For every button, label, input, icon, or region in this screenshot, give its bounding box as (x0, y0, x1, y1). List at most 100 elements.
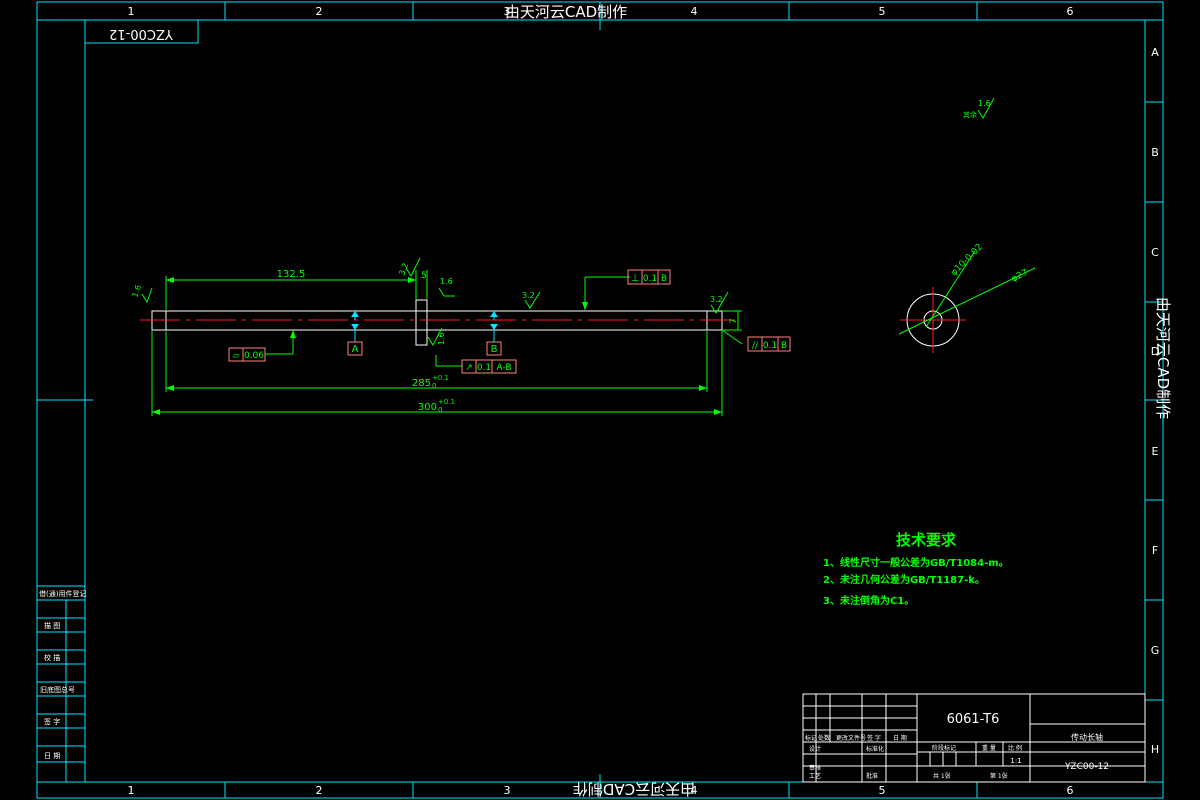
side-row-3: 校 描 (44, 653, 60, 662)
dim-300-tol-lower: 0 (438, 406, 442, 414)
watermark-bottom: 由天河云CAD制作 (573, 780, 695, 798)
side-row-2: 描 图 (44, 621, 60, 630)
dim-dia-27: φ27 (1010, 268, 1030, 285)
datum-a-box (347, 341, 363, 356)
runout-symbol: ↗ (465, 363, 473, 373)
side-row-5: 签 字 (44, 717, 60, 726)
zone-col-bottom-2: 2 (316, 784, 323, 797)
zone-col-bottom-3: 3 (504, 784, 511, 797)
datum-a-label: A (352, 344, 359, 355)
tech-req-item-1: 1、线性尺寸一般公差为GB/T1084-m。 (823, 556, 1009, 569)
para-symbol: // (752, 341, 759, 351)
zone-col-bottom-4: 4 (691, 784, 698, 797)
dim-285-tol-lower: 0 (432, 382, 436, 390)
roughness-left: 1.6 (130, 284, 143, 299)
roughness-collar-top: 1.6 (440, 277, 453, 286)
dim-7: 7 (729, 318, 739, 324)
zone-col-top-6: 6 (1067, 5, 1074, 18)
tech-req-title: 技术要求 (896, 531, 957, 549)
zone-col-bottom-6: 6 (1067, 784, 1074, 797)
tech-req-item-2: 2、未注几何公差为GB/T1187-k。 (823, 573, 985, 586)
zone-col-top-4: 4 (691, 5, 698, 18)
tb-part-name: 传动长轴 (1071, 732, 1103, 742)
zone-row-h: H (1151, 743, 1159, 756)
zone-col-top-1: 1 (128, 5, 135, 18)
dim-285: 285 (412, 378, 431, 389)
zone-col-top-5: 5 (879, 5, 886, 18)
roughness-collar: 3.2 (397, 262, 410, 277)
roughness-rest-label: 其余 (963, 110, 977, 119)
tb-scale: 1:1 (1010, 757, 1021, 765)
tb-check: 审核 (809, 764, 821, 772)
tb-hdr-sign: 签 字 (867, 734, 881, 742)
tb-designer: 设计 (809, 745, 821, 753)
dimension-lines (151, 270, 743, 416)
perp-value: 0.1 (643, 274, 657, 284)
tb-std: 标准化 (866, 745, 884, 753)
drawing-number-box (84, 19, 199, 44)
tb-stage: 阶段标记 (932, 744, 956, 752)
perp-datum: B (661, 274, 667, 284)
runout-datum: A-B (496, 363, 511, 373)
tb-hdr-mark: 标记 (805, 734, 817, 742)
watermark-top: 由天河云CAD制作 (505, 3, 627, 21)
dim-300: 300 (418, 402, 437, 413)
datum-triangles (351, 311, 498, 330)
para-value: 0.1 (763, 341, 777, 351)
datum-b-label: B (491, 344, 498, 355)
title-block-labels: 标记 处数 更改文件号 签 字 日 期 设计 标准化 审核 工艺 批准 阶段标记… (805, 734, 1022, 780)
inner-frame (84, 19, 1146, 783)
dim-5: 5 (421, 271, 427, 281)
tb-drawing-no: YZC00-12 (1064, 762, 1109, 772)
tb-sheet-no: 第 1张 (990, 772, 1008, 780)
tb-sheet-total: 共 1张 (933, 772, 951, 780)
zone-row-b: B (1151, 146, 1159, 159)
roughness-right: 3.2 (710, 295, 723, 304)
zone-row-c: C (1151, 246, 1159, 259)
tolerance-perpendicularity: ⊥ 0.1 B (627, 269, 671, 285)
side-row-6: 日 期 (44, 752, 60, 760)
flat-value: 0.06 (244, 351, 264, 361)
title-block-grid (802, 693, 1146, 783)
zone-labels: 1 2 3 4 5 6 1 2 3 4 5 6 A B C D E F G H (128, 5, 1160, 797)
zone-row-d: D (1151, 345, 1159, 358)
roughness-symbols (141, 97, 995, 347)
outer-frame (36, 1, 1164, 799)
flat-symbol: ▱ (233, 351, 240, 361)
end-view: φ10-0.02 φ27 (898, 242, 1036, 353)
tb-hdr-count: 处数 (818, 734, 830, 742)
tolerance-runout: ↗ 0.1 A-B (461, 359, 517, 374)
side-table-labels: 借(通)用件登记 描 图 校 描 旧底图总号 签 字 日 期 (39, 589, 86, 760)
zone-row-a: A (1151, 46, 1159, 59)
para-datum: B (781, 341, 787, 351)
tb-approve: 批准 (866, 772, 878, 780)
dim-132-5: 132.5 (277, 269, 306, 280)
dimension-arrows (152, 277, 722, 415)
watermark-right: 由天河云CAD制作 (1154, 297, 1172, 419)
dim-dia-10: φ10-0.02 (949, 242, 985, 278)
zone-col-bottom-1: 1 (128, 784, 135, 797)
roughness-general: 1.6 (978, 99, 991, 108)
perp-symbol: ⊥ (631, 273, 640, 284)
zone-row-f: F (1152, 544, 1158, 557)
datum-markers (354, 313, 495, 342)
drawing-number-inverted: YZC00-12 (109, 26, 174, 41)
side-table (37, 585, 85, 782)
zone-row-g: G (1151, 644, 1160, 657)
tb-process: 工艺 (809, 772, 821, 780)
tb-scale-label: 比 例 (1008, 744, 1022, 752)
tolerance-flatness: ▱ 0.06 (228, 347, 266, 362)
tb-hdr-date: 日 期 (893, 734, 907, 742)
tech-req-item-3: 3、未注倒角为C1。 (823, 594, 914, 607)
zone-top-dividers (37, 2, 1170, 798)
side-row-1: 借(通)用件登记 (39, 589, 86, 598)
side-row-4: 旧底图总号 (40, 685, 75, 694)
dim-300-tol-upper: +0.1 (438, 398, 455, 406)
tb-material: 6061-T6 (947, 712, 1000, 727)
zone-col-top-2: 2 (316, 5, 323, 18)
runout-value: 0.1 (477, 363, 491, 373)
roughness-collar-bottom: 1.6 (437, 332, 446, 345)
tb-weight: 重 量 (982, 744, 996, 752)
roughness-mid: 3.2 (522, 291, 535, 300)
